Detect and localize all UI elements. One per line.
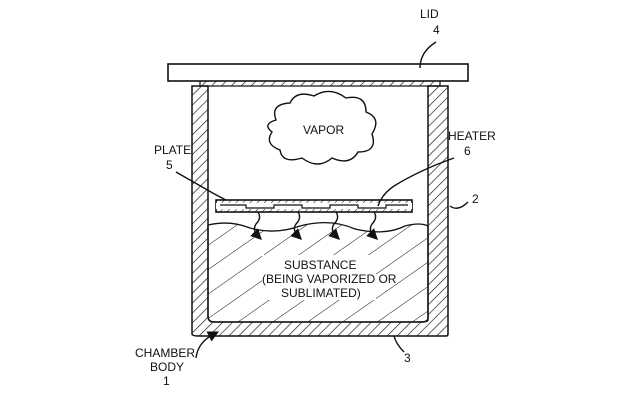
leader-2 [449,201,469,209]
leader-heater [377,157,455,207]
lid-label: LID [420,7,439,21]
heater-label: HEATER [448,129,496,143]
lid-number: 4 [433,23,440,37]
leader-plate [175,171,227,201]
chamber-label-1: CHAMBER [135,346,195,360]
chamber-number: 1 [163,374,170,388]
ref-2-label: 2 [472,192,479,206]
substance-line-3: SUBLIMATED) [281,286,361,300]
heat-arrows [250,211,378,240]
leader-3 [393,335,405,353]
ref-3-label: 3 [404,351,411,365]
heater-element [216,203,412,209]
heater-number: 6 [464,144,471,158]
lid [167,63,469,82]
chamber-arrow [195,331,220,359]
leader-lid [419,41,437,69]
substance-line-2: (BEING VAPORIZED OR [262,272,397,286]
substance-line-1: SUBSTANCE [284,258,356,272]
substance [207,222,429,323]
vapor-label: VAPOR [303,123,344,137]
vapor-cloud [267,90,377,165]
chamber-label-2: BODY [150,360,184,374]
plate-number: 5 [166,158,173,172]
plate-label: PLATE [154,143,191,157]
